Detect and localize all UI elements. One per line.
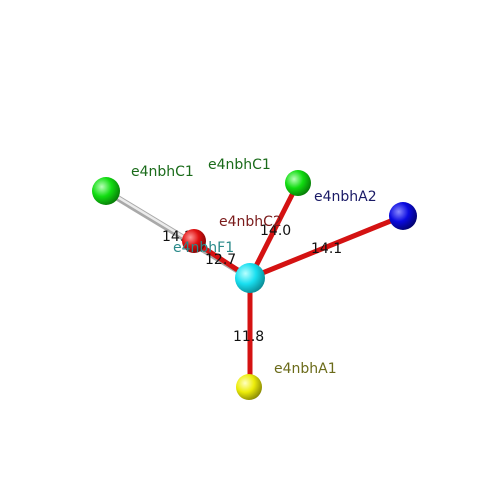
bond-a2-center [247, 213, 406, 281]
distance-label-c1b: 14.0 [260, 223, 291, 239]
atom-label-c1b: e4nbhC1 [208, 157, 271, 173]
distance-label-a1: 11.8 [233, 329, 264, 345]
atom-label-c2: e4nbhC2 [219, 214, 282, 230]
atom-label-a2: e4nbhA2 [314, 189, 377, 205]
atom-c1 [92, 177, 120, 205]
atom-a2 [389, 202, 417, 230]
atom-a1 [236, 374, 262, 400]
atom-c1b [285, 170, 311, 196]
atom-center [235, 263, 265, 293]
distance-label-f1: 12.7 [205, 252, 236, 268]
atoms [92, 170, 417, 400]
atom-labels: e4nbhC1 e4nbhC1 e4nbhC2 e4nbhF1 e4nbhA2 … [131, 157, 377, 377]
distance-labels: 14.2 12.7 14.0 14.1 11.8 [162, 223, 342, 345]
atom-label-c1: e4nbhC1 [131, 164, 194, 180]
atom-label-f1: e4nbhF1 [173, 240, 234, 256]
distance-label-a2: 14.1 [311, 241, 342, 257]
atom-label-a1: e4nbhA1 [274, 361, 337, 377]
atom-c2 [182, 229, 206, 253]
bond-c1b-center [247, 180, 301, 281]
